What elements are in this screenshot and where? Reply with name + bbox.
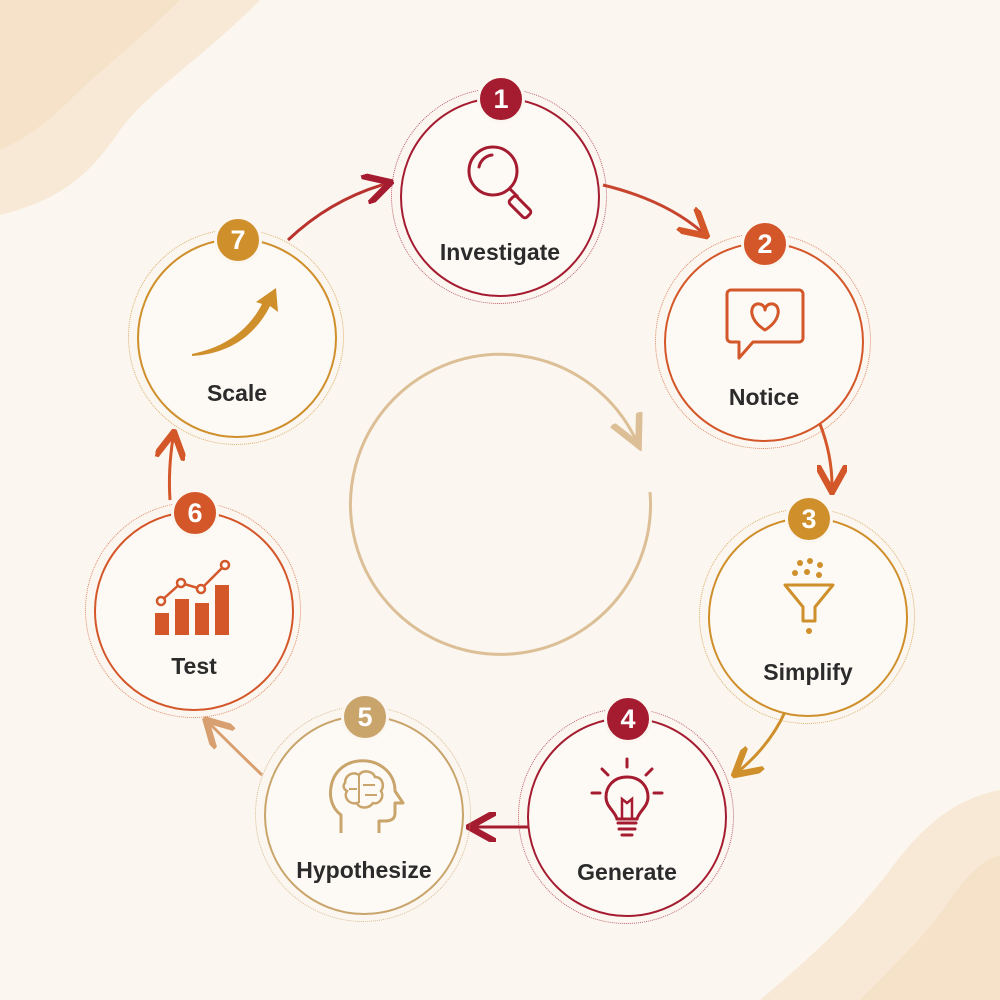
step-label: Generate [577, 859, 677, 885]
bar-chart-icon [155, 559, 231, 635]
growth-arrow-icon [192, 288, 278, 356]
step-number-badge: 2 [741, 220, 789, 268]
step-ring [94, 511, 294, 711]
magnifier-icon [467, 145, 533, 220]
step-label: Test [171, 653, 217, 679]
step-test: 6 Test [85, 489, 301, 718]
step-hypothesize: 5 Hypothesize [255, 693, 471, 922]
step-number-badge: 6 [171, 489, 219, 537]
step-label: Simplify [763, 659, 853, 685]
step-ring [264, 715, 464, 915]
heart-speech-bubble-icon [725, 288, 805, 360]
brain-head-icon [329, 759, 405, 833]
step-number-badge: 5 [341, 693, 389, 741]
step-simplify: 3 Simplify [699, 495, 915, 724]
step-generate: 4 Generate [518, 695, 734, 924]
center-cycle-arrow [349, 352, 652, 656]
step-label: Notice [728, 384, 800, 410]
step-number-badge: 4 [604, 695, 652, 743]
step-ring [527, 717, 727, 917]
step-scale: 7 Scale [128, 216, 344, 445]
step-number-badge: 1 [477, 75, 525, 123]
funnel-icon [783, 558, 835, 634]
step-label: Scale [206, 380, 268, 406]
lightbulb-icon [590, 757, 664, 837]
step-label: Investigate [439, 239, 561, 265]
step-number-badge: 7 [214, 216, 262, 264]
step-label: Hypothesize [296, 857, 432, 883]
step-notice: 2 Notice [655, 220, 871, 449]
step-investigate: 1 Investigate [391, 75, 607, 304]
step-number-badge: 3 [785, 495, 833, 543]
